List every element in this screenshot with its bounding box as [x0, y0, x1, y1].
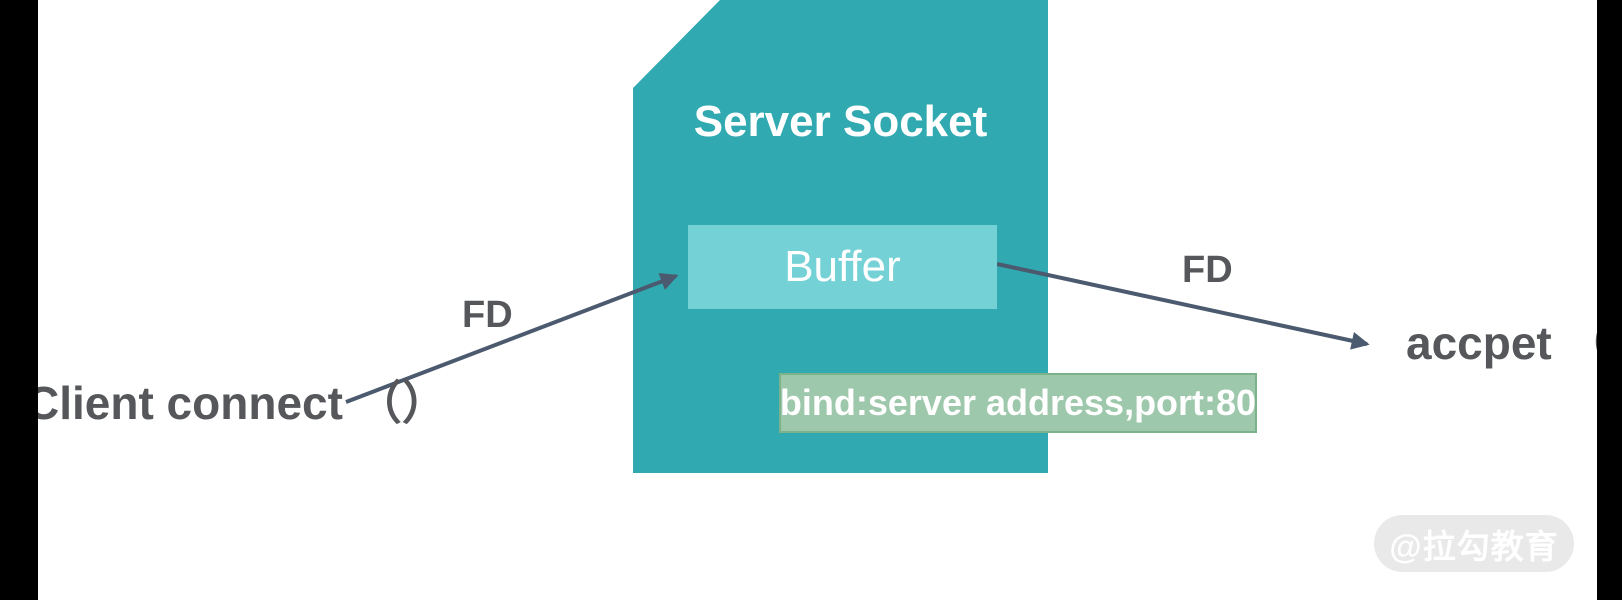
- left-black-bar: [0, 0, 38, 600]
- right-black-bar: [1597, 0, 1622, 600]
- watermark-text: @拉勾教育: [1389, 527, 1559, 565]
- accept-label: accpet （）: [1406, 317, 1622, 369]
- fd-arrow-buffer-to-accept: [996, 262, 1370, 350]
- buffer-box: Buffer: [688, 225, 997, 309]
- bind-address-box: bind:server address,port:80: [779, 373, 1257, 433]
- fd-label-left: FD: [462, 294, 513, 336]
- server-socket-title: Server Socket: [693, 97, 988, 146]
- watermark-badge: @拉勾教育: [1374, 515, 1574, 572]
- bind-address-label: bind:server address,port:80: [779, 382, 1257, 423]
- fd-arrow-client-to-buffer: [345, 273, 679, 404]
- buffer-label: Buffer: [784, 242, 901, 291]
- client-connect-label: Client connect （）: [26, 377, 448, 429]
- fd-label-right: FD: [1182, 249, 1233, 291]
